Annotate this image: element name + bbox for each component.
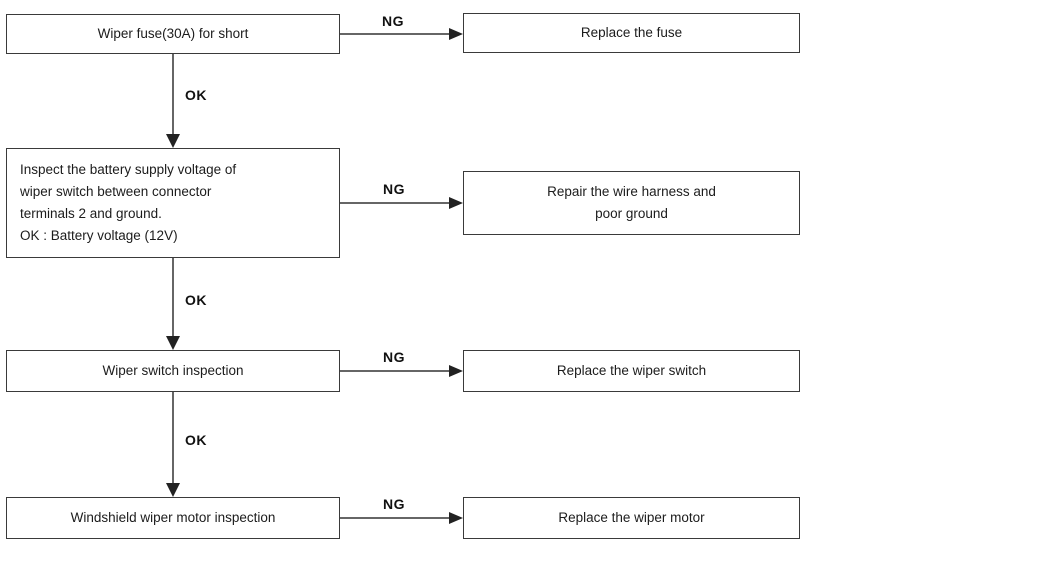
ng-label-3: NG bbox=[383, 349, 405, 365]
check-box-battery-voltage-label: Inspect the battery supply voltage of wi… bbox=[20, 162, 237, 243]
ng-label-4: NG bbox=[383, 496, 405, 512]
ng-arrow-4 bbox=[340, 512, 463, 524]
check-box-wiper-motor: Windshield wiper motor inspection bbox=[6, 497, 340, 539]
action-box-repair-harness-label: Repair the wire harness and poor ground bbox=[547, 184, 716, 221]
check-box-battery-voltage: Inspect the battery supply voltage of wi… bbox=[6, 148, 340, 258]
ng-arrow-2 bbox=[340, 197, 463, 209]
ok-label-2: OK bbox=[185, 292, 207, 308]
ok-label-1: OK bbox=[185, 87, 207, 103]
action-box-replace-fuse-label: Replace the fuse bbox=[580, 25, 683, 40]
check-box-wiper-fuse: Wiper fuse(30A) for short bbox=[6, 14, 340, 54]
ok-arrow-2 bbox=[166, 258, 180, 350]
ng-label-2: NG bbox=[383, 181, 405, 197]
action-box-replace-wiper-switch: Replace the wiper switch bbox=[463, 350, 800, 392]
ng-arrow-3 bbox=[340, 365, 463, 377]
action-box-replace-wiper-motor: Replace the wiper motor bbox=[463, 497, 800, 539]
action-box-replace-wiper-motor-label: Replace the wiper motor bbox=[558, 510, 705, 525]
action-box-replace-wiper-switch-label: Replace the wiper switch bbox=[556, 363, 707, 378]
check-box-wiper-switch: Wiper switch inspection bbox=[6, 350, 340, 392]
check-box-wiper-motor-label: Windshield wiper motor inspection bbox=[70, 510, 276, 525]
action-box-replace-fuse: Replace the fuse bbox=[463, 13, 800, 53]
ok-arrow-1 bbox=[166, 54, 180, 148]
action-box-repair-harness: Repair the wire harness and poor ground bbox=[463, 171, 800, 235]
ok-arrow-3 bbox=[166, 392, 180, 497]
ok-label-3: OK bbox=[185, 432, 207, 448]
check-box-wiper-switch-label: Wiper switch inspection bbox=[102, 363, 244, 378]
ng-label-1: NG bbox=[382, 13, 404, 29]
check-box-wiper-fuse-label: Wiper fuse(30A) for short bbox=[97, 26, 249, 41]
ng-arrow-1 bbox=[340, 28, 463, 40]
